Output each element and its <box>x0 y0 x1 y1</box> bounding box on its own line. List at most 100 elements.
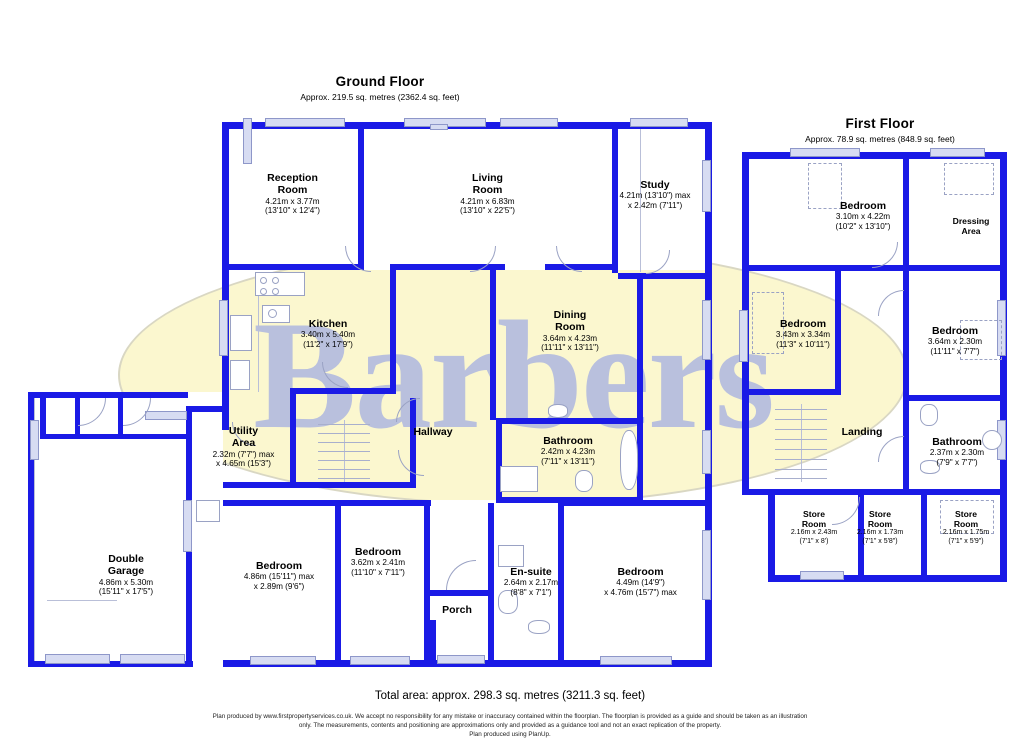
room-name: Bathroom <box>543 435 593 447</box>
garage-window-left <box>30 420 39 460</box>
bath-basin <box>548 404 568 418</box>
kitchen-burner-1 <box>260 277 267 284</box>
room-metric: 4.86m x 5.30m <box>98 577 154 587</box>
label-hallway: Hallway <box>385 426 481 438</box>
gf-wall-living-bottom-a <box>390 264 505 270</box>
room-metric: 2.32m (7'7") max <box>212 449 275 459</box>
label-utility-area: Utility Area 2.32m (7'7") max x 4.65m (1… <box>186 425 301 469</box>
disclaimer-line-3: Plan produced using PlanUp. <box>469 731 551 739</box>
ff-bath-shower <box>982 430 1002 450</box>
room-name: Dressing Area <box>952 216 990 237</box>
ground-floor-header: Ground Floor Approx. 219.5 sq. metres (2… <box>260 74 500 102</box>
gf-porch-left <box>430 620 436 662</box>
room-imperial: (11'3" x 10'11") <box>776 340 830 350</box>
label-store-room-3: Store Room 2.16m x 1.75m (7'1" x 5'9") <box>925 509 1007 546</box>
room-imperial: (13'10" x 12'4") <box>265 206 320 216</box>
ensuite-basin <box>528 620 550 634</box>
first-floor-subtitle: Approx. 78.9 sq. metres (848.9 sq. feet) <box>805 134 955 144</box>
label-bedroom-gf-2: Bedroom 3.62m x 2.41m (11'10" x 7'11") <box>322 546 434 578</box>
room-metric: 3.64m x 4.23m <box>542 333 598 343</box>
room-metric: 2.16m x 1.73m <box>856 529 904 537</box>
disclaimer-line-2: only. The measurements, contents and pos… <box>298 722 722 730</box>
ff-wall-bed2-bottom <box>749 389 841 395</box>
room-imperial: (11'11" x 7'7") <box>930 347 980 357</box>
gf-study-fill <box>637 122 712 270</box>
gf-garage-bottom <box>28 661 193 667</box>
window-bed2-bottom <box>350 656 410 665</box>
label-study: Study 4.21m (13'10") max x 2.42m (7'11") <box>595 179 715 211</box>
window-ff-store-bottom <box>800 571 844 580</box>
gf-wall-dining-bottom <box>496 418 643 424</box>
gf-wall-lower-top-b <box>341 500 431 506</box>
label-dining-room: Dining Room 3.64m x 4.23m (11'11" x 13'1… <box>510 309 630 353</box>
room-metric: 3.10m x 4.22m <box>835 212 891 222</box>
gf-wall-kitchen-right <box>390 270 396 390</box>
utility-unit <box>196 500 220 522</box>
room-metric: 3.62m x 2.41m <box>350 558 406 568</box>
garage-marking <box>47 600 117 601</box>
gf-wall-porch-top <box>424 590 488 596</box>
room-metric: 4.49m (14'9") <box>616 578 665 588</box>
ff-wall-bed2-right <box>835 271 841 389</box>
room-metric: 3.64m x 2.30m <box>927 337 983 347</box>
disclaimer: Plan produced by www.firstpropertyservic… <box>0 712 1020 739</box>
ff-wall-store-b-c <box>921 495 927 581</box>
label-porch: Porch <box>422 604 492 616</box>
window-bed1-bottom <box>250 656 316 665</box>
ff-wall-bed1-bottom <box>749 265 921 271</box>
room-metric: 3.43m x 3.34m <box>775 330 831 340</box>
label-reception-room: Reception Room 4.21m x 3.77m (13'10" x 1… <box>235 172 350 216</box>
ff-wall-store-left <box>768 489 775 582</box>
ff-door-bath <box>878 436 904 462</box>
total-area-text: Total area: approx. 298.3 sq. metres (32… <box>374 690 646 702</box>
room-name: En-suite <box>510 566 552 578</box>
ff-stair-rail <box>801 404 802 482</box>
kitchen-burner-4 <box>272 288 279 295</box>
room-imperial: (10'2" x 13'10") <box>835 222 891 232</box>
ff-bath-toilet <box>920 404 938 426</box>
room-imperial: x 2.42m (7'11") <box>627 201 683 211</box>
gf-wall-bath-left <box>496 424 502 500</box>
first-floor-title: First Floor <box>845 116 915 131</box>
gf-wall-kitchen-bottom <box>290 388 396 394</box>
room-imperial: (7'1" x 5'9") <box>948 537 984 545</box>
room-name: Bedroom <box>839 200 887 212</box>
gf-wall-bed1-bed2 <box>335 503 341 661</box>
room-name: Reception Room <box>267 172 318 197</box>
room-metric: 2.16m x 1.75m <box>942 529 990 537</box>
window-reception-top <box>265 118 345 127</box>
room-imperial: (11'10" x 7'11") <box>351 568 405 578</box>
ff-bath-basin <box>920 460 940 474</box>
gf-wall-bath-right <box>637 424 643 504</box>
room-name: Porch <box>442 604 472 616</box>
gf-wall-reception-bottom <box>229 264 359 270</box>
room-name: Store Room <box>867 509 893 530</box>
garage-door-right <box>120 654 185 664</box>
gf-wall-study-bottom <box>618 273 712 279</box>
room-metric: 4.21m (13'10") max <box>619 191 691 201</box>
room-metric: 2.16m x 2.43m <box>790 529 838 537</box>
room-metric: 4.21m x 6.83m <box>460 196 515 206</box>
ground-floor-subtitle: Approx. 219.5 sq. metres (2362.4 sq. fee… <box>300 92 460 102</box>
outline-study-inner <box>640 122 641 272</box>
label-bedroom-gf-1: Bedroom 4.86m (15'11") max x 2.89m (9'6"… <box>218 560 340 592</box>
gf-wall-ensuite-bed3 <box>558 503 564 661</box>
room-name: Store Room <box>801 509 827 530</box>
room-imperial: (7'11" x 13'11") <box>541 457 595 467</box>
window-utility-top <box>145 411 187 420</box>
room-name: Bedroom <box>255 560 303 572</box>
room-imperial: x 4.65m (15'3") <box>216 459 271 469</box>
ground-floor-title: Ground Floor <box>335 74 425 89</box>
ff-store-fill <box>768 495 1007 580</box>
label-ff-bedroom-2: Bedroom 3.43m x 3.34m (11'3" x 10'11") <box>748 318 858 350</box>
gf-garage-lobby-bottom <box>40 434 188 439</box>
window-ff-dressing-top <box>930 148 985 157</box>
label-double-garage: Double Garage 4.86m x 5.30m (15'11" x 17… <box>66 553 186 597</box>
gf-wall-stair-right <box>410 398 416 488</box>
ff-wardrobe-2 <box>944 163 994 195</box>
label-store-room-1: Store Room 2.16m x 2.43m (7'1" x 8') <box>770 509 858 546</box>
gf-wall-left-upper <box>222 122 229 272</box>
label-kitchen: Kitchen 3.40m x 5.40m (11'2" x 17'9") <box>268 318 388 350</box>
room-metric: 4.86m (15'11") max <box>243 572 315 582</box>
